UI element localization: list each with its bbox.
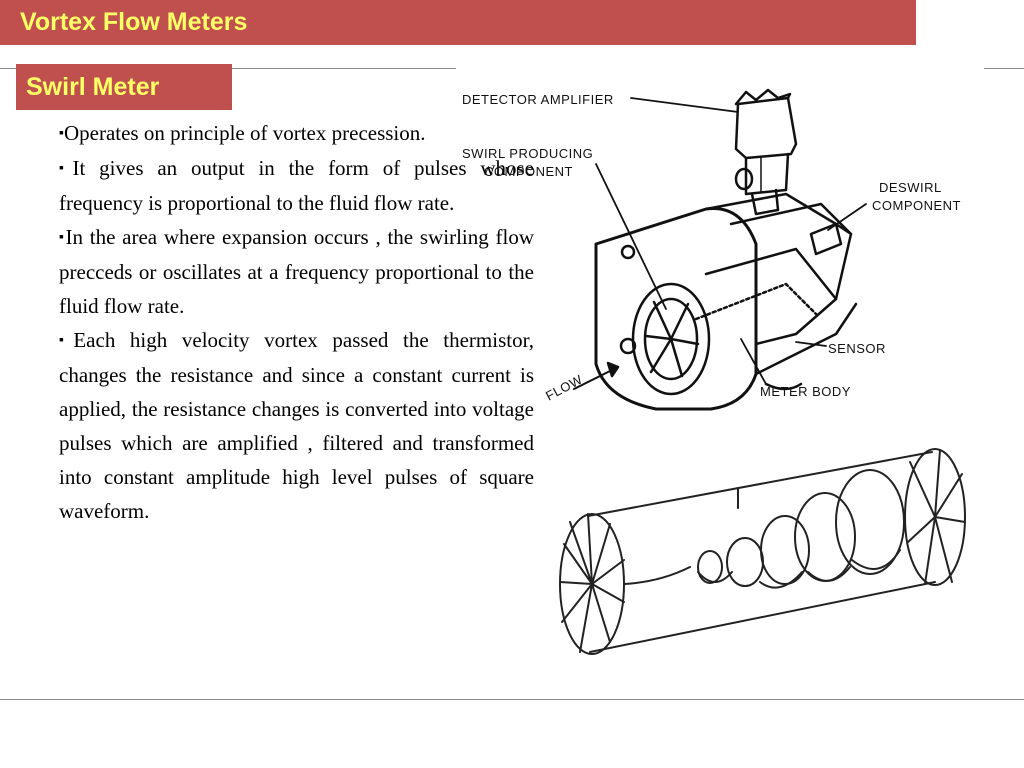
bullet-marker: ▪ — [59, 230, 66, 245]
bullet-item: ▪In the area where expansion occurs , th… — [59, 220, 534, 323]
label-sensor: SENSOR — [828, 341, 886, 356]
bullet-item: ▪Each high velocity vortex passed the th… — [59, 323, 534, 528]
bullet-item: ▪It gives an output in the form of pulse… — [59, 151, 534, 220]
slide-title-bar: Vortex Flow Meters — [0, 0, 916, 45]
slide-title: Vortex Flow Meters — [20, 8, 248, 36]
label-detector-amplifier: DETECTOR AMPLIFIER — [462, 92, 614, 107]
bullet-list: ▪Operates on principle of vortex precess… — [59, 116, 534, 528]
bullet-text: It gives an output in the form of pulses… — [59, 156, 534, 215]
section-title: Swirl Meter — [26, 73, 160, 101]
bullet-marker: ▪ — [59, 161, 73, 176]
divider-top-right — [984, 68, 1024, 69]
label-swirl-component: COMPONENT — [484, 164, 573, 179]
divider-bottom — [0, 699, 1024, 700]
label-meter-body: METER BODY — [760, 384, 851, 399]
swirl-meter-diagram: DETECTOR AMPLIFIER SWIRL PRODUCING COMPO… — [462, 88, 961, 411]
vortex-precession-diagram — [559, 448, 966, 655]
label-flow: FLOW — [543, 372, 585, 404]
bullet-marker: ▪ — [59, 333, 74, 348]
bullet-item: ▪Operates on principle of vortex precess… — [59, 116, 534, 151]
section-title-box: Swirl Meter — [16, 64, 232, 110]
bullet-text: Each high velocity vortex passed the the… — [59, 328, 535, 523]
bullet-text: In the area where expansion occurs , the… — [59, 225, 534, 318]
label-deswirl-component: COMPONENT — [872, 198, 961, 213]
label-swirl-producing: SWIRL PRODUCING — [462, 146, 593, 161]
bullet-marker: ▪ — [59, 126, 64, 141]
bullet-text: Operates on principle of vortex precessi… — [63, 121, 426, 145]
label-deswirl: DESWIRL — [879, 180, 942, 195]
